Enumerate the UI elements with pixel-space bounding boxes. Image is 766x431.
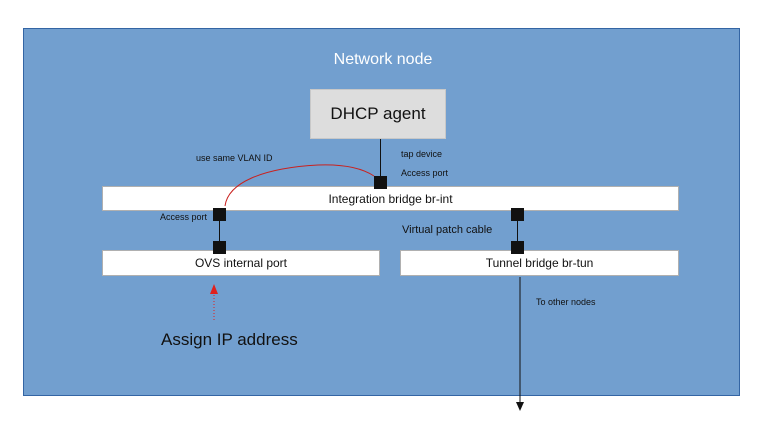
tunnel-bridge-box: Tunnel bridge br-tun: [400, 250, 679, 276]
tap-device-label: tap device: [401, 149, 443, 159]
assign-ip-label: Assign IP address: [161, 330, 298, 349]
brint-patch-port: [511, 208, 524, 221]
to-other-nodes-label: To other nodes: [536, 297, 596, 307]
tunnel-bridge-label: Tunnel bridge br-tun: [485, 256, 594, 270]
integration-bridge-box: Integration bridge br-int: [102, 186, 679, 211]
network-node-title: Network node: [333, 51, 433, 68]
dhcp-agent-label: DHCP agent: [330, 104, 426, 123]
patch-cable-connector: [517, 214, 518, 248]
brtun-patch-port: [511, 241, 524, 254]
use-same-vlan-label: use same VLAN ID: [196, 153, 273, 163]
brint-access-port: [213, 208, 226, 221]
ovs-port: [213, 241, 226, 254]
dhcp-agent-box: DHCP agent: [310, 89, 446, 139]
assign-ip-arrowhead: [210, 284, 218, 294]
ovs-internal-port-box: OVS internal port: [102, 250, 380, 276]
dhcp-access-port: [374, 176, 387, 189]
ovs-internal-port-label: OVS internal port: [194, 256, 288, 270]
access-port-ovs-label: Access port: [160, 212, 208, 222]
vlan-curve: [224, 164, 375, 207]
integration-bridge-label: Integration bridge br-int: [328, 191, 453, 206]
access-port-dhcp-label: Access port: [401, 168, 449, 178]
dhcp-tap-connector: [380, 139, 381, 181]
access-port-connector: [219, 214, 220, 248]
to-other-nodes-arrowhead: [516, 402, 524, 411]
virtual-patch-cable-label: Virtual patch cable: [402, 224, 493, 236]
